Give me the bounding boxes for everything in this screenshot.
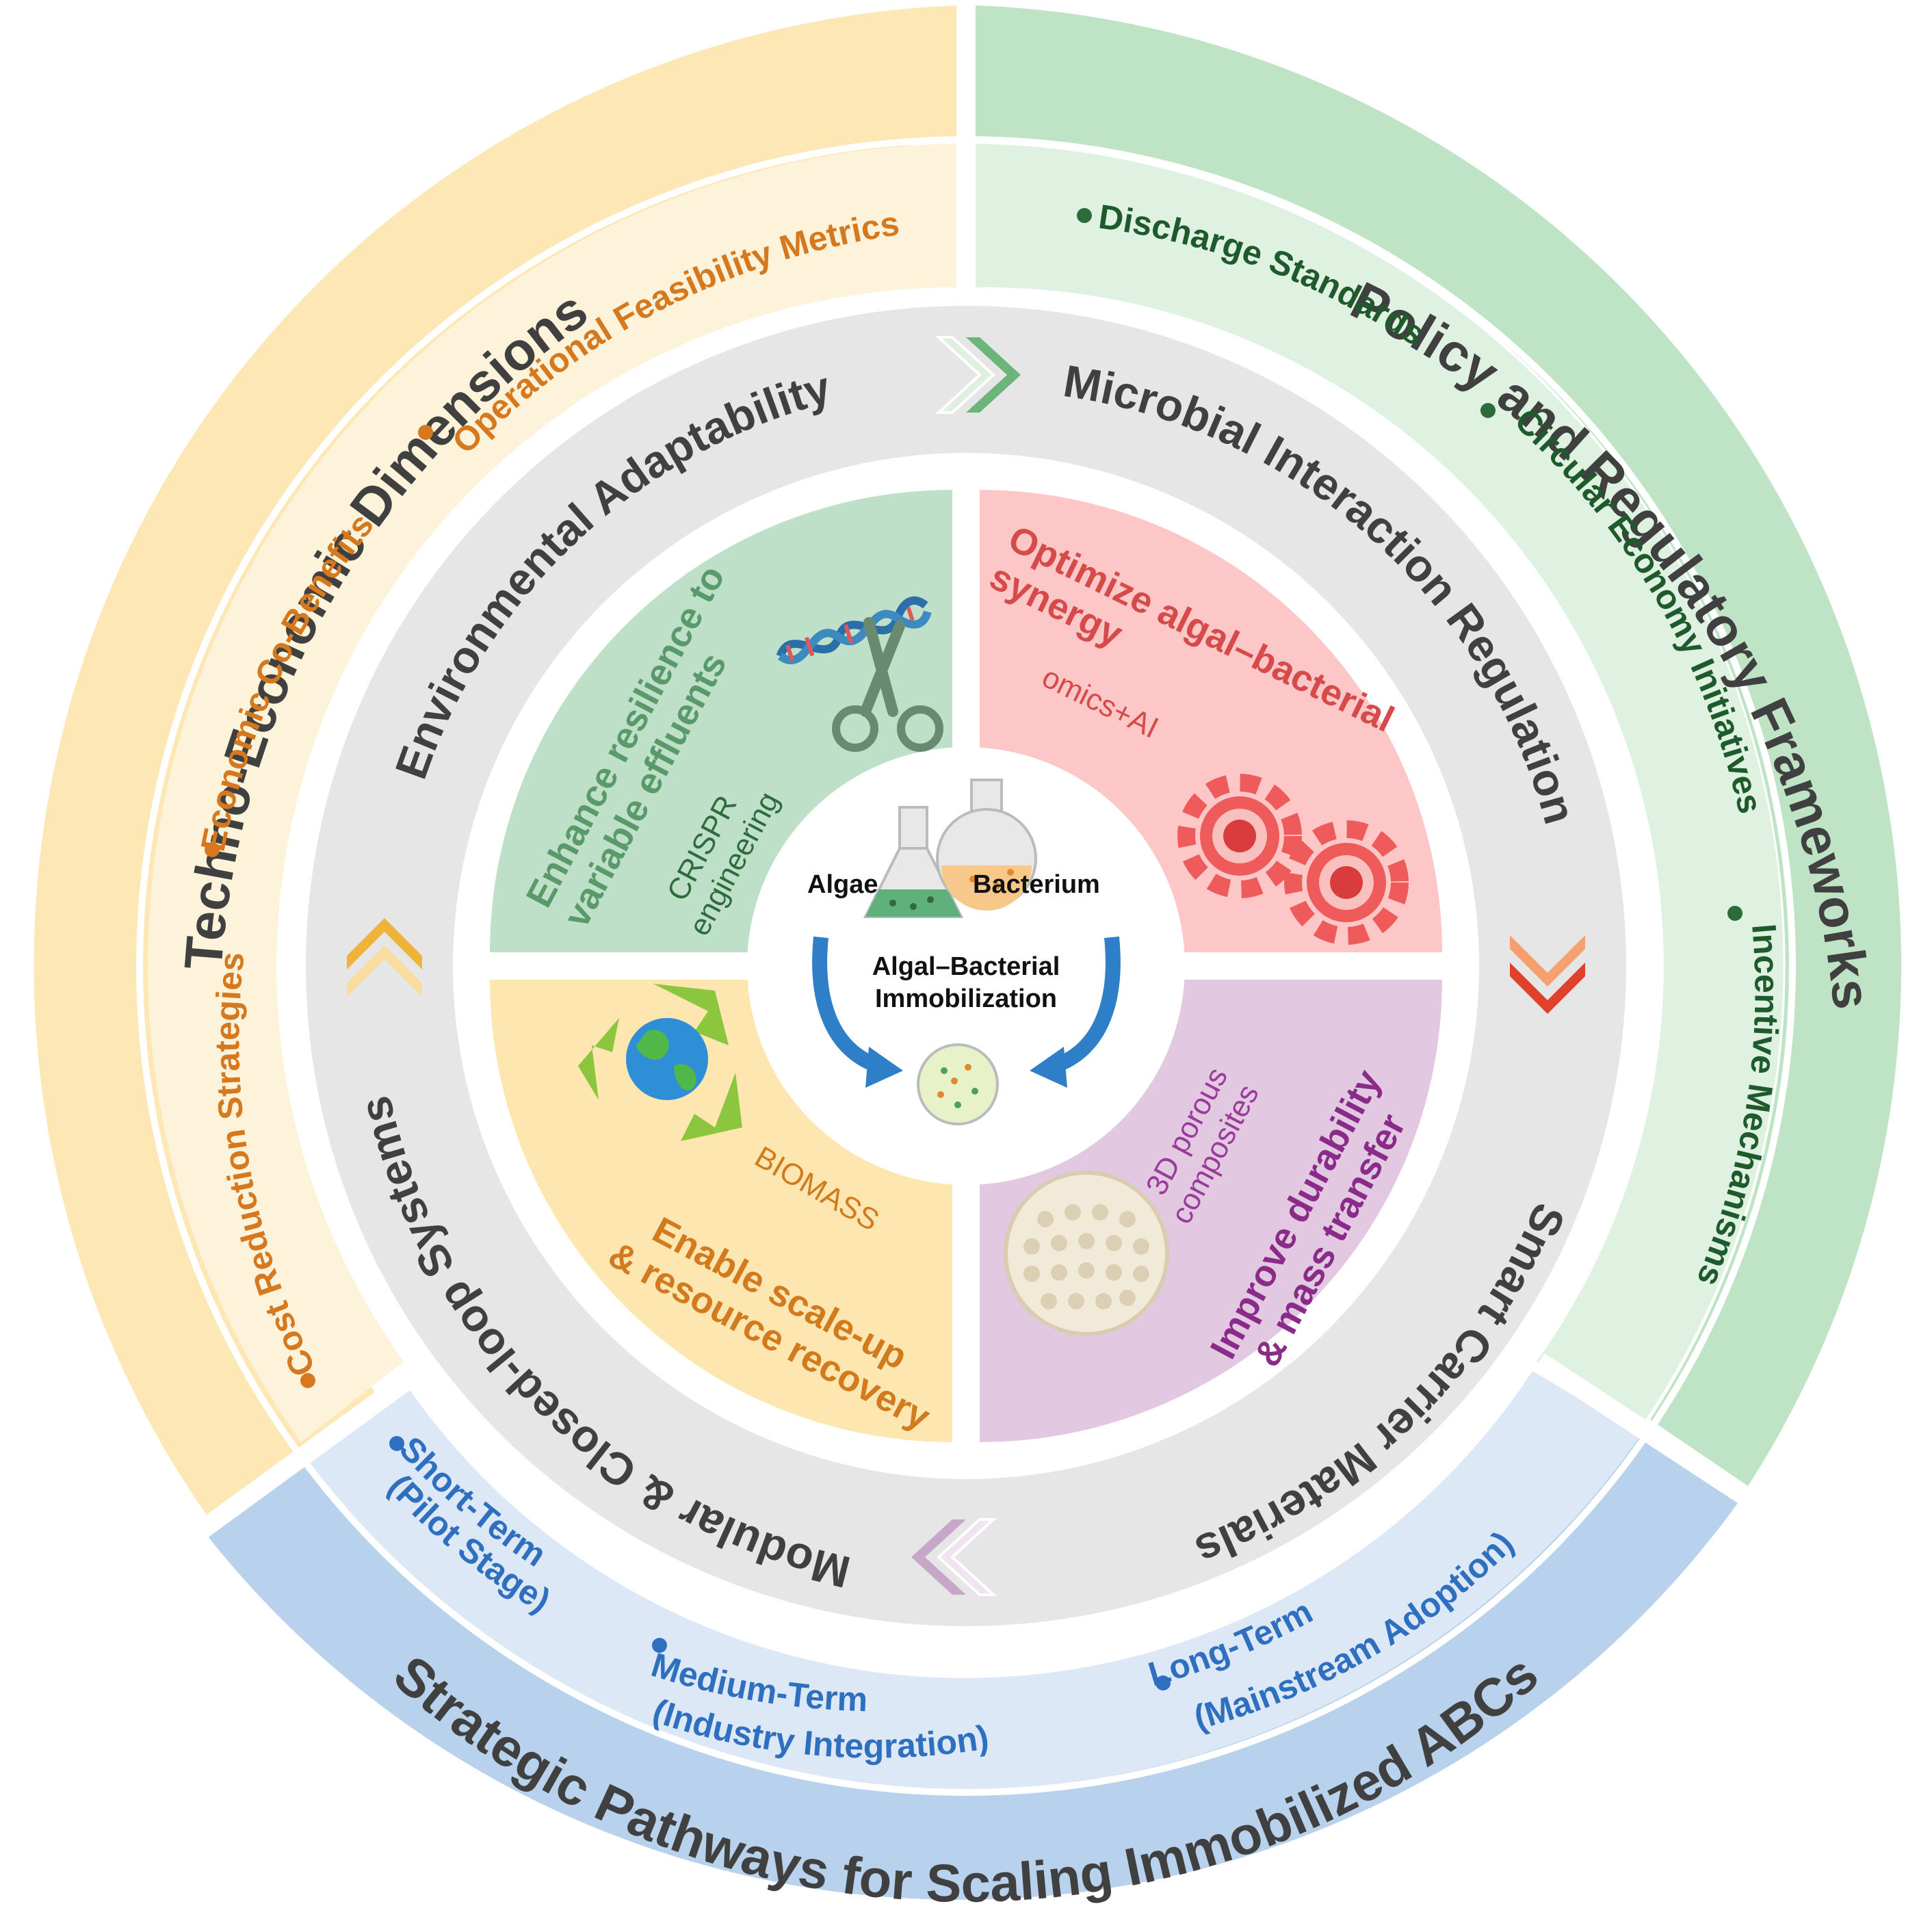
bullet-dot [300, 1373, 315, 1388]
techno-inner-wedge [148, 144, 956, 1442]
chevron-down-icon [1510, 935, 1585, 1014]
scissors-icon [832, 617, 943, 752]
chevron-up-icon [347, 918, 422, 997]
policy-band-outer [976, 5, 1902, 1486]
band-separators [136, 0, 1796, 1796]
arrow-icon [812, 936, 885, 1075]
bullet-dot [1156, 1675, 1171, 1690]
strategic-band-inner [294, 1371, 1641, 1790]
bullet-dot [1480, 403, 1496, 418]
center-circle [747, 747, 1185, 1185]
gear-icon [1177, 774, 1302, 898]
arrow-head-icon [865, 1047, 903, 1088]
bullet-dot [418, 425, 433, 440]
dna-icon [776, 596, 932, 664]
strategic-band-outer [203, 1435, 1743, 1900]
bullet-dot [389, 1436, 404, 1451]
center-content: Algae Bacterium Algal–Bacterial Immobili… [807, 779, 1121, 1125]
bullet-dot [652, 1638, 667, 1653]
gear-icon [1284, 820, 1409, 945]
outer-ring [34, 5, 1902, 1900]
petri-dish-icon [917, 1043, 999, 1125]
recycle-globe-icon [578, 984, 742, 1141]
arrow-icon [1047, 936, 1121, 1075]
porous-carrier-icon [1004, 1171, 1169, 1336]
bullet-dot [1077, 208, 1092, 223]
chevron-left-icon [911, 1518, 997, 1596]
policy-band-inner [976, 144, 1784, 1427]
arrow-head-icon [1030, 1047, 1067, 1088]
algae-flask-icon [863, 806, 964, 918]
bullet-dot [205, 842, 220, 857]
bacterium-label: Bacterium [973, 870, 1100, 899]
chevron-right-icon [935, 336, 1021, 414]
bullet-dot [1727, 906, 1742, 921]
center-line2: Immobilization [875, 984, 1057, 1013]
center-line1: Algal–Bacterial [872, 952, 1060, 981]
bacterium-flask-icon [936, 779, 1037, 911]
algae-label: Algae [807, 870, 878, 899]
